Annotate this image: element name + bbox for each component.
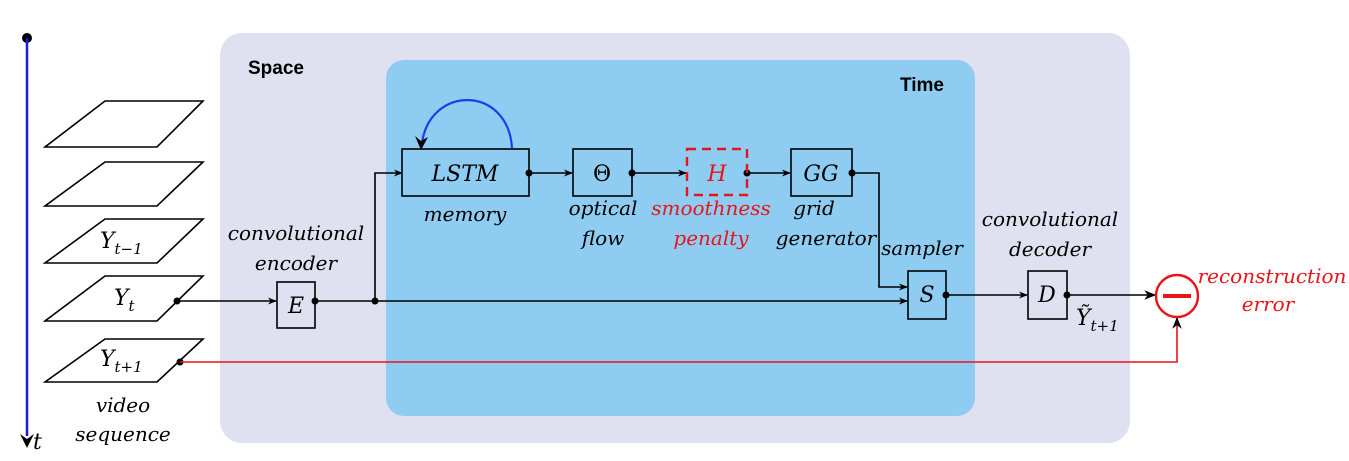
decoder-block: D convolutional decoder xyxy=(982,207,1118,320)
timeline: t xyxy=(20,33,42,455)
video-caption-line2: sequence xyxy=(75,422,171,446)
output-label: Ỹt+1 xyxy=(1076,303,1119,335)
error-caption-line1: reconstruction xyxy=(1198,264,1347,288)
space-title: Space xyxy=(248,58,304,79)
wire-target-to-error xyxy=(180,316,1182,363)
frame-y-next-label: Yt+1 xyxy=(100,347,143,376)
gg-caption-line1: grid xyxy=(793,196,835,220)
h-block: H smoothness penalty xyxy=(651,147,771,250)
lstm-box xyxy=(401,148,530,197)
encoder-box xyxy=(276,281,316,329)
gg-block: GG grid generator xyxy=(776,148,878,250)
error-node: reconstruction error xyxy=(1154,264,1347,319)
theta-symbol: Θ xyxy=(593,162,611,187)
lstm-recurrent-arrow xyxy=(420,99,514,149)
decoder-caption-line2: decoder xyxy=(1009,237,1093,261)
decoder-caption-line1: convolutional xyxy=(982,207,1118,231)
h-symbol: H xyxy=(706,162,727,187)
h-box xyxy=(685,147,749,197)
time-title: Time xyxy=(900,75,944,96)
frame-empty-2 xyxy=(42,161,205,207)
encoder-caption-line1: convolutional xyxy=(228,221,364,245)
video-frames: Yt−1 Yt Yt+1 video sequence xyxy=(42,100,206,446)
decoder-symbol: D xyxy=(1037,283,1056,308)
wire-junction-to-lstm xyxy=(374,169,403,301)
connections xyxy=(173,169,1157,305)
frame-y-t xyxy=(42,275,205,322)
sampler-block: S sampler xyxy=(881,236,964,320)
timeline-arrowhead xyxy=(20,434,34,448)
frame-y-prev xyxy=(42,218,205,264)
error-caption-line2: error xyxy=(1242,292,1296,316)
h-caption-line1: smoothness xyxy=(651,196,770,220)
theta-box xyxy=(572,148,633,197)
theta-block: Θ optical flow xyxy=(569,148,638,250)
video-caption-line1: video xyxy=(96,393,150,417)
frame-y-next xyxy=(42,338,206,383)
encoder-symbol: E xyxy=(287,294,304,319)
decoder-box xyxy=(1027,270,1068,320)
frame-y-prev-label: Yt−1 xyxy=(100,229,143,258)
timeline-label: t xyxy=(33,430,42,455)
encoder-caption-line2: encoder xyxy=(255,251,339,275)
frame-empty-1 xyxy=(42,100,205,148)
h-caption-line2: penalty xyxy=(673,226,749,250)
wire-gg-to-sampler xyxy=(852,172,908,291)
encoder-block: E convolutional encoder xyxy=(228,221,364,329)
target-connection xyxy=(176,316,1182,366)
frame-y-t-label: Yt xyxy=(114,286,136,315)
gg-box xyxy=(790,148,853,197)
lstm-recurrent-arrowhead xyxy=(415,136,428,150)
sampler-caption: sampler xyxy=(881,236,964,260)
lstm-block: LSTM memory xyxy=(401,148,530,226)
lstm-symbol: LSTM xyxy=(431,162,499,187)
theta-caption-line1: optical xyxy=(569,196,638,220)
gg-caption-line2: generator xyxy=(776,226,878,250)
gg-symbol: GG xyxy=(803,162,838,187)
theta-caption-line2: flow xyxy=(580,226,625,250)
sampler-box xyxy=(907,270,947,320)
lstm-caption: memory xyxy=(424,202,507,226)
sampler-symbol: S xyxy=(919,283,934,308)
